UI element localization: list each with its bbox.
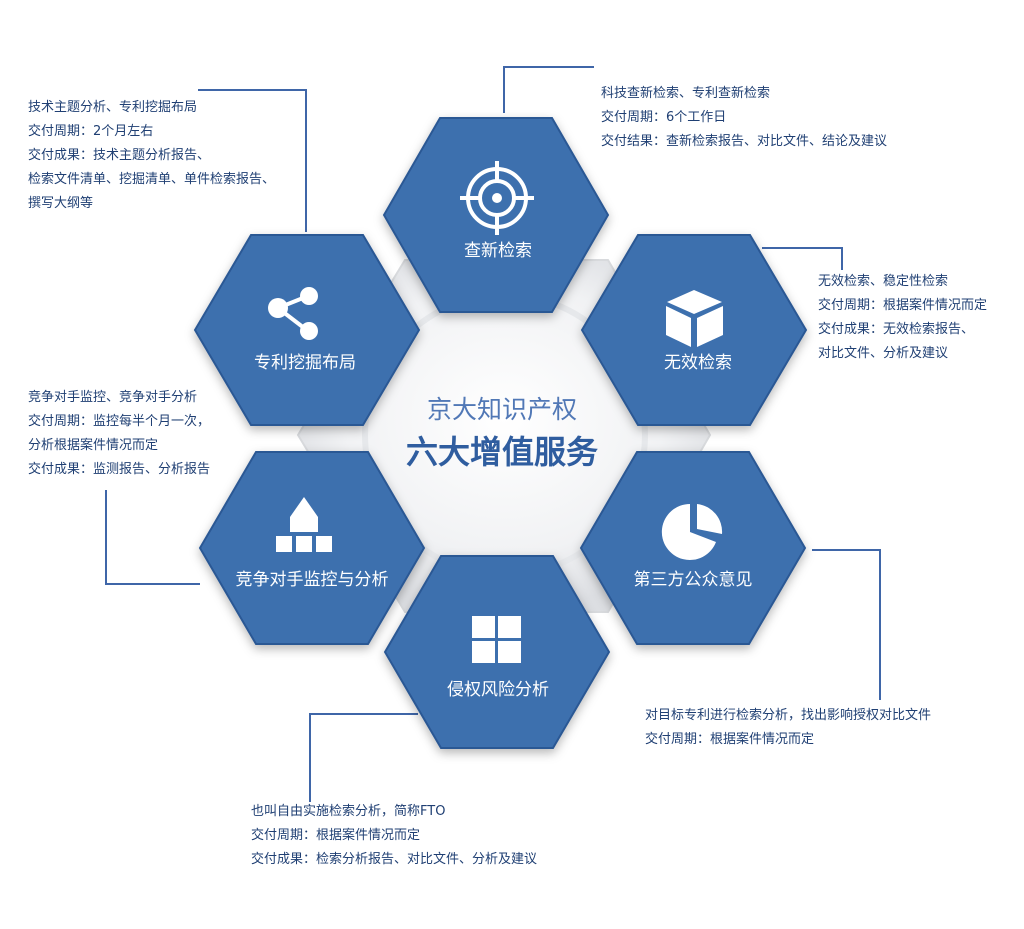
note-fto: 也叫自由实施检索分析，简称FTO 交付周期：根据案件情况而定 交付成果：检索分析…: [251, 800, 537, 872]
hexagon-invalid[interactable]: [580, 234, 808, 426]
hierarchy-icon: [276, 497, 332, 552]
connector-layout: [198, 89, 307, 232]
note-line: 也叫自由实施检索分析，简称FTO: [251, 804, 446, 819]
grid-icon: [472, 616, 521, 663]
connector-novelty: [503, 66, 594, 113]
center-title-line2: 六大增值服务: [405, 433, 598, 471]
note-line: 交付周期：2个月左右: [28, 124, 154, 139]
service-label-third-party[interactable]: 第三方公众意见: [633, 570, 753, 590]
service-label-competitor[interactable]: 竞争对手监控与分析: [235, 570, 389, 590]
note-line: 检索文件清单、挖掘清单、单件检索报告、: [28, 172, 276, 187]
connector-competitor: [105, 490, 200, 585]
note-line: 交付周期：6个工作日: [601, 110, 727, 125]
note-line: 交付成果：监测报告、分析报告: [28, 462, 211, 477]
note-line: 交付周期：根据案件情况而定: [251, 828, 421, 843]
note-line: 交付周期：根据案件情况而定: [645, 732, 815, 747]
note-line: 交付成果：无效检索报告、: [818, 322, 975, 337]
note-line: 交付成果：技术主题分析报告、: [28, 148, 211, 163]
note-line: 交付成果：检索分析报告、对比文件、分析及建议: [251, 852, 538, 867]
service-label-layout[interactable]: 专利挖掘布局: [254, 353, 356, 373]
service-label-invalid[interactable]: 无效检索: [664, 353, 732, 373]
note-line: 分析根据案件情况而定: [28, 438, 159, 453]
note-line: 撰写大纲等: [28, 196, 94, 211]
connector-fto: [309, 713, 418, 802]
pie-chart-icon: [661, 503, 723, 560]
note-line: 对比文件、分析及建议: [818, 346, 949, 361]
note-line: 交付结果：查新检索报告、对比文件、结论及建议: [601, 134, 888, 149]
note-invalid: 无效检索、稳定性检索 交付周期：根据案件情况而定 交付成果：无效检索报告、 对比…: [818, 270, 987, 366]
note-line: 竞争对手监控、竞争对手分析: [28, 390, 198, 405]
target-icon: [460, 161, 534, 235]
connector-invalid: [762, 247, 843, 270]
note-line: 交付周期：根据案件情况而定: [818, 298, 988, 313]
note-line: 对目标专利进行检索分析，找出影响授权对比文件: [645, 708, 932, 723]
note-layout: 技术主题分析、专利挖掘布局 交付周期：2个月左右 交付成果：技术主题分析报告、 …: [28, 96, 275, 216]
note-line: 交付周期：监控每半个月一次，: [28, 414, 211, 429]
note-line: 技术主题分析、专利挖掘布局: [28, 100, 198, 115]
service-label-fto[interactable]: 侵权风险分析: [447, 680, 549, 700]
note-third-party: 对目标专利进行检索分析，找出影响授权对比文件 交付周期：根据案件情况而定: [645, 704, 931, 752]
center-title-line1: 京大知识产权: [426, 395, 577, 424]
service-label-novelty[interactable]: 查新检索: [464, 241, 532, 261]
note-line: 科技查新检索、专利查新检索: [601, 86, 771, 101]
note-competitor: 竞争对手监控、竞争对手分析 交付周期：监控每半个月一次， 分析根据案件情况而定 …: [28, 386, 210, 482]
share-icon: [268, 287, 318, 340]
connector-third-party: [812, 549, 881, 700]
note-line: 无效检索、稳定性检索: [818, 274, 949, 289]
hexagon-fto[interactable]: [383, 555, 611, 749]
note-novelty: 科技查新检索、专利查新检索 交付周期：6个工作日 交付结果：查新检索报告、对比文…: [601, 82, 887, 154]
cube-icon: [666, 290, 723, 347]
